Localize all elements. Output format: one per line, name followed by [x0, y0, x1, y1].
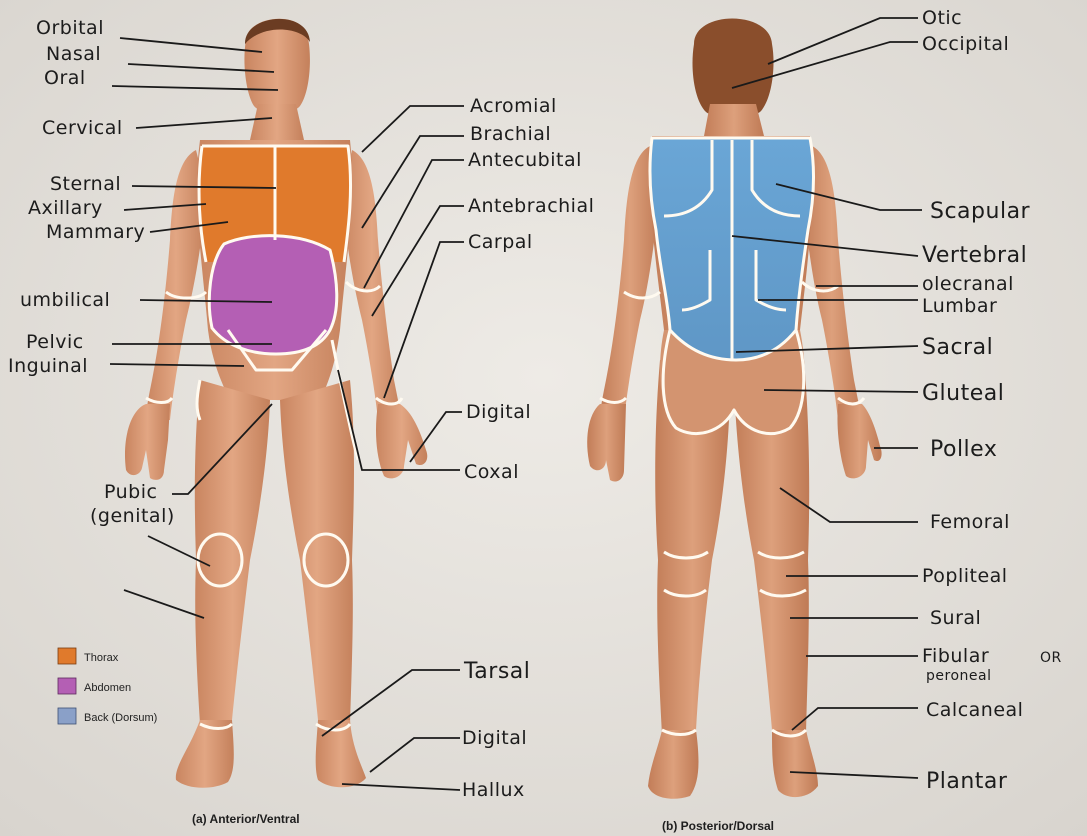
caption-posterior: (b) Posterior/Dorsal [662, 819, 774, 833]
legend-swatch-back [58, 708, 76, 724]
label-otic: Otic [922, 7, 962, 29]
label-fibular: Fibular [922, 645, 989, 667]
label-plantar: Plantar [926, 769, 1008, 794]
label-pollex: Pollex [930, 437, 997, 462]
anterior-abdomen-region [209, 236, 336, 354]
label-sural: Sural [930, 607, 981, 629]
label-vertebral: Vertebral [922, 243, 1027, 268]
label-calcaneal: Calcaneal [926, 699, 1023, 721]
label-pelvic: Pelvic [26, 331, 84, 353]
label-nasal: Nasal [46, 43, 101, 65]
legend-swatch-thorax [58, 648, 76, 664]
legend-label-thorax: Thorax [84, 652, 119, 664]
posterior-head [693, 19, 774, 119]
label-coxal: Coxal [464, 461, 519, 483]
label-pubic-genital: (genital) [90, 505, 175, 527]
label-mammary: Mammary [46, 221, 145, 243]
label-popliteal: Popliteal [922, 565, 1008, 587]
label-digital-hand: Digital [466, 401, 531, 423]
label-lumbar: Lumbar [922, 295, 997, 317]
label-oral: Oral [44, 67, 86, 89]
label-femoral: Femoral [930, 511, 1010, 533]
label-orbital: Orbital [36, 17, 104, 39]
label-gluteal: Gluteal [922, 381, 1004, 406]
label-antecubital: Antecubital [468, 149, 582, 171]
label-pubic: Pubic [104, 481, 157, 503]
label-brachial: Brachial [470, 123, 551, 145]
label-olecranal: olecranal [922, 273, 1014, 295]
caption-anterior: (a) Anterior/Ventral [192, 812, 300, 826]
posterior-neck [704, 104, 764, 136]
label-peroneal: peroneal [926, 668, 991, 684]
label-sternal: Sternal [50, 173, 121, 195]
legend-swatch-abdomen [58, 678, 76, 694]
anterior-neck [250, 104, 304, 140]
label-carpal: Carpal [468, 231, 533, 253]
label-digital-foot: Digital [462, 727, 527, 749]
label-tarsal: Tarsal [463, 659, 530, 684]
label-umbilical: umbilical [20, 289, 110, 311]
label-cervical: Cervical [42, 117, 123, 139]
label-hallux: Hallux [462, 779, 525, 801]
label-sacral: Sacral [922, 335, 993, 360]
legend-label-back: Back (Dorsum) [84, 712, 157, 724]
label-occipital: Occipital [922, 33, 1009, 55]
label-scapular: Scapular [930, 199, 1031, 224]
label-axillary: Axillary [28, 197, 103, 219]
label-antebrachial: Antebrachial [468, 195, 594, 217]
label-inguinal: Inguinal [8, 355, 88, 377]
label-fibular-or: OR [1040, 650, 1062, 666]
label-acromial: Acromial [470, 95, 557, 117]
legend-label-abdomen: Abdomen [84, 682, 131, 694]
